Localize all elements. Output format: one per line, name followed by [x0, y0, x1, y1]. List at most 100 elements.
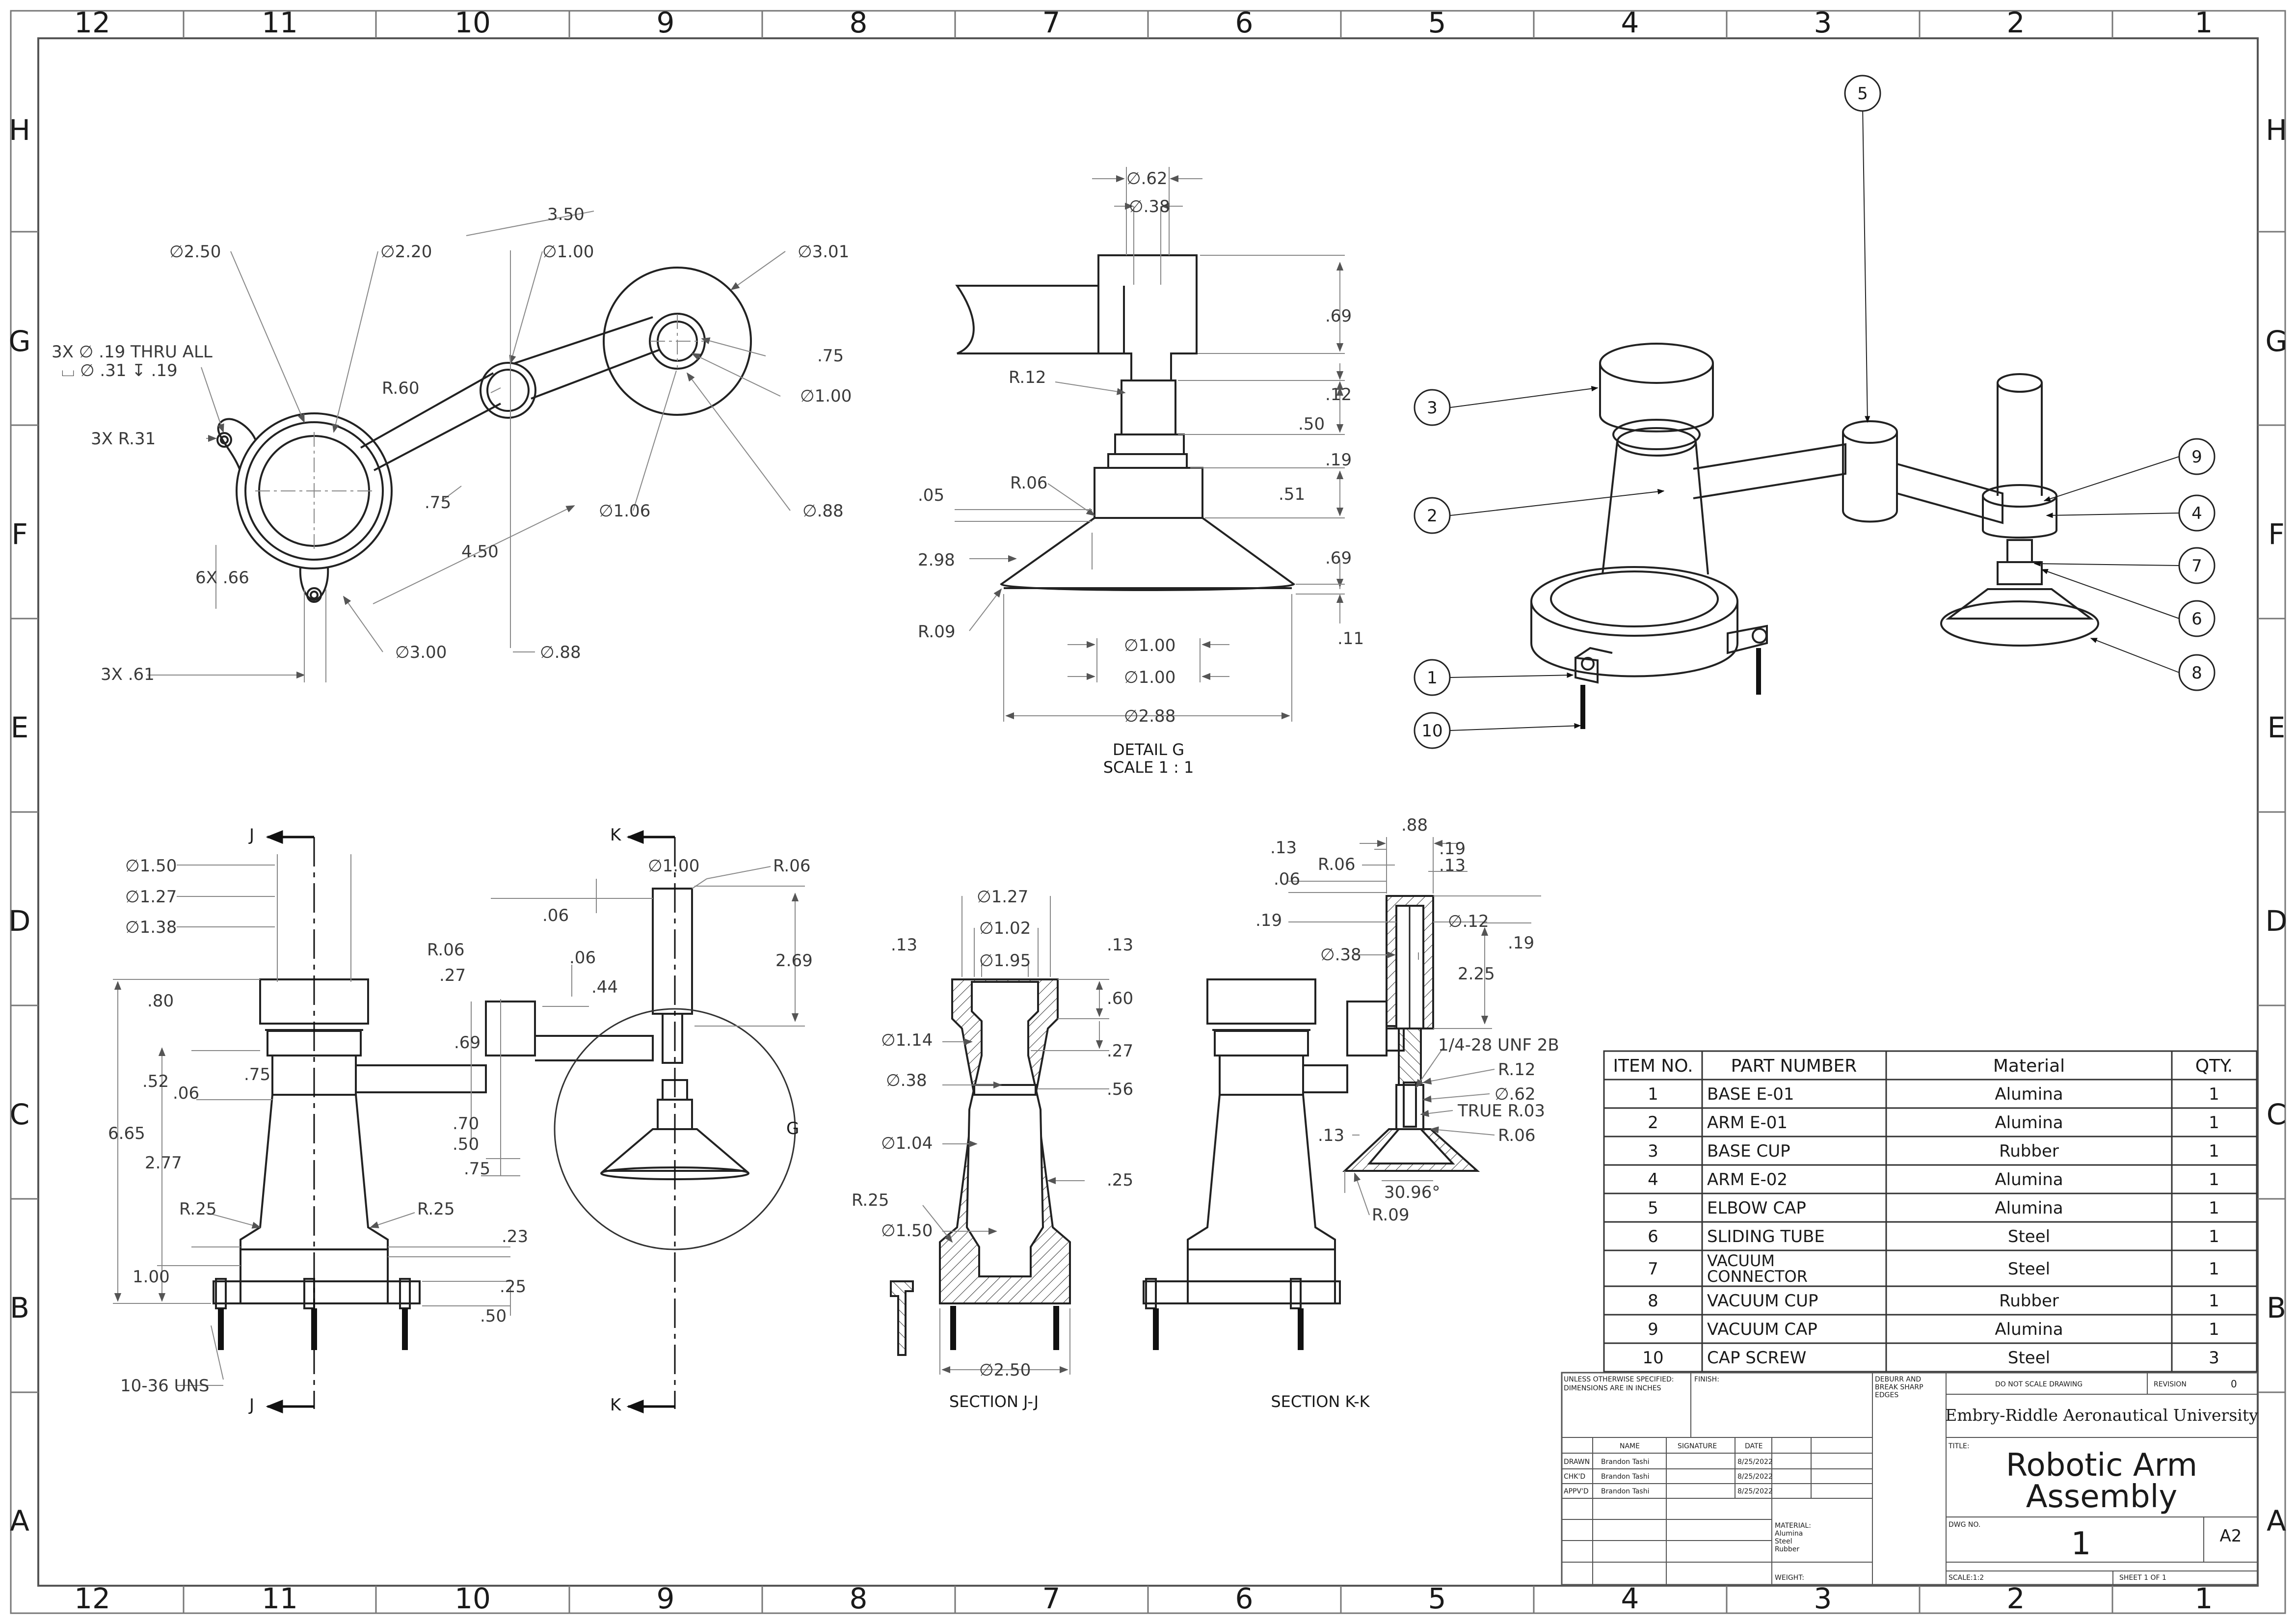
zone-col-10-top: 10 [454, 6, 491, 39]
kk-r-09: R.09 [1372, 1205, 1409, 1225]
kk-true-r-03: TRUE R.03 [1457, 1101, 1545, 1121]
bom-material: Rubber [1999, 1141, 2059, 1161]
bom-qty: 1 [2209, 1227, 2219, 1246]
dim-dia-88-bottom: ∅.88 [540, 643, 581, 662]
jj-dia-1-27: ∅1.27 [977, 887, 1028, 907]
detail-g-leaders [955, 167, 1345, 722]
bom-item-no: 7 [1648, 1259, 1658, 1279]
balloon-6: 6 [2191, 609, 2202, 629]
balloon-4: 4 [2191, 504, 2202, 523]
zone-col-12-top: 12 [74, 6, 110, 39]
tb-role-drawn: DRAWN [1564, 1458, 1590, 1466]
dg-r-12: R.12 [1009, 368, 1046, 387]
bom-item-no: 1 [1648, 1084, 1658, 1104]
bom-part-number: BASE CUP [1707, 1141, 1790, 1161]
detail-g-caption: DETAIL G [1113, 740, 1184, 759]
detail-g-marker: G [786, 1119, 799, 1138]
tb-role-checked: CHK'D [1564, 1473, 1585, 1481]
fv-r-25-left: R.25 [179, 1199, 216, 1219]
bom-row: 8 VACUUM CUP Rubber 1 [1648, 1291, 2219, 1311]
kk-r-06-bottom: R.06 [1498, 1126, 1535, 1145]
zone-col-10-bottom: 10 [454, 1582, 491, 1615]
zone-col-8-bottom: 8 [850, 1582, 868, 1615]
kk-r-12: R.12 [1498, 1060, 1535, 1080]
isometric-view: 1 2 3 4 5 6 7 8 9 10 [1414, 75, 2216, 749]
tb-revision-label: REVISION [2154, 1380, 2187, 1388]
jj-13-right: .13 [1107, 935, 1133, 955]
bom-item-no: 9 [1648, 1320, 1658, 1339]
bom-material: Steel [2008, 1259, 2050, 1279]
tb-sheet-size: A2 [2220, 1526, 2242, 1546]
bom-qty: 1 [2209, 1141, 2219, 1161]
bom-qty: 1 [2209, 1291, 2219, 1311]
dim-75-arm: .75 [425, 493, 451, 513]
zone-col-12-bottom: 12 [74, 1582, 110, 1615]
dg-r-06: R.06 [1010, 473, 1047, 493]
dg-50: .50 [1298, 414, 1325, 434]
tb-material-3: Rubber [1775, 1545, 1799, 1553]
bom-part-number: ELBOW CAP [1707, 1198, 1806, 1218]
dim-dia-3-00: ∅3.00 [395, 643, 447, 662]
zone-row-b-right: B [2267, 1291, 2286, 1325]
bom-material: Steel [2008, 1348, 2050, 1368]
zone-col-7-bottom: 7 [1042, 1582, 1061, 1615]
zone-row-e-left: E [11, 711, 29, 744]
zone-col-1-bottom: 1 [2195, 1582, 2213, 1615]
zone-row-c-right: C [2267, 1098, 2287, 1131]
tb-sheet: SHEET 1 OF 1 [2119, 1574, 2166, 1582]
bom-part-number-wrap: VACUUM CONNECTOR [1707, 1253, 1808, 1284]
fv-27: .27 [439, 966, 466, 985]
fv-75-arm: .75 [464, 1159, 490, 1179]
bom-row: 1 BASE E-01 Alumina 1 [1648, 1084, 2219, 1104]
dg-dia-1-00-b: ∅1.00 [1124, 668, 1175, 687]
zone-col-3-top: 3 [1814, 6, 1832, 39]
tb-do-not-scale: DO NOT SCALE DRAWING [1995, 1380, 2082, 1388]
bom-rows: 1 BASE E-01 Alumina 1 2 ARM E-01 Alumina… [1642, 1084, 2219, 1368]
dim-dia-3-01: ∅3.01 [798, 242, 849, 262]
zone-col-6-bottom: 6 [1235, 1582, 1254, 1615]
zone-labels: 12 11 10 9 8 7 6 5 4 3 2 1 12 11 10 9 8 … [9, 6, 2288, 1615]
dim-dia-1-06: ∅1.06 [599, 501, 650, 521]
tb-material-2: Steel [1775, 1538, 1792, 1545]
fv-r-06-top: R.06 [773, 856, 810, 876]
bom-row: 4 ARM E-02 Alumina 1 [1648, 1170, 2219, 1190]
detail-g-scale: SCALE 1 : 1 [1103, 758, 1194, 777]
bill-of-materials: ITEM NO. PART NUMBER Material QTY. 1 BAS… [1603, 1050, 2258, 1373]
title-block-grid [1561, 1372, 2259, 1586]
fv-6-65: 6.65 [108, 1124, 145, 1143]
title-block: UNLESS OTHERWISE SPECIFIED: DIMENSIONS A… [1561, 1372, 2259, 1586]
zone-col-2-bottom: 2 [2007, 1582, 2025, 1615]
fv-06-arm: .06 [569, 948, 596, 968]
dim-dia-2-50: ∅2.50 [169, 242, 221, 262]
bom-material: Alumina [1995, 1170, 2063, 1190]
bom-part-number: CAP SCREW [1707, 1348, 1806, 1368]
bom-header-qty: QTY. [2195, 1056, 2233, 1076]
balloon-1: 1 [1427, 668, 1438, 688]
dg-69-top: .69 [1325, 306, 1352, 326]
fv-50: .50 [453, 1135, 479, 1154]
kk-19-left: .19 [1255, 911, 1282, 930]
zone-row-g-right: G [2266, 325, 2288, 358]
fv-dia-1-50: ∅1.50 [125, 856, 177, 876]
balloon-5: 5 [1857, 84, 1868, 104]
bom-material: Steel [2008, 1227, 2050, 1246]
zone-col-1-top: 1 [2195, 6, 2213, 39]
fv-52: .52 [142, 1072, 169, 1091]
zone-col-9-top: 9 [657, 6, 675, 39]
bom-row: 5 ELBOW CAP Alumina 1 [1648, 1198, 2219, 1218]
zone-row-c-left: C [10, 1098, 30, 1131]
dg-05: .05 [918, 486, 944, 505]
dg-dia-2-88: ∅2.88 [1124, 706, 1175, 726]
bom-qty: 1 [2209, 1170, 2219, 1190]
top-view-leaders [147, 211, 791, 682]
balloon-7: 7 [2191, 556, 2202, 576]
jj-r-25: R.25 [852, 1191, 889, 1210]
kk-13-right: .13 [1439, 856, 1466, 875]
dg-69-bottom: .69 [1325, 548, 1352, 568]
zone-row-f-left: F [11, 517, 27, 551]
zone-col-2-top: 2 [2007, 6, 2025, 39]
kk-88: .88 [1401, 815, 1428, 835]
bom-item-no: 8 [1648, 1291, 1658, 1311]
fv-44: .44 [591, 977, 618, 997]
bom-row: 10 CAP SCREW Steel 3 [1642, 1348, 2219, 1368]
